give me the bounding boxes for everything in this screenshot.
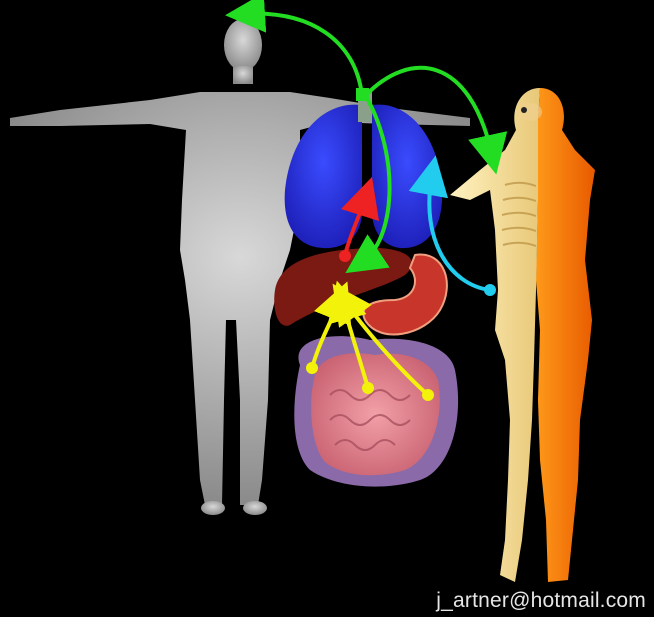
arrow-to-head [245,14,362,95]
skeleton [450,88,540,582]
skeleton-muscle-figure [450,88,595,582]
oxygen-source-node [356,88,369,101]
nutrient-node-2 [362,382,374,394]
nutrient-node-1 [306,362,318,374]
intestines [294,336,458,486]
credit-text: j_artner@hotmail.com [436,589,646,613]
nutrient-node-3 [422,389,434,401]
muscles [535,88,595,582]
